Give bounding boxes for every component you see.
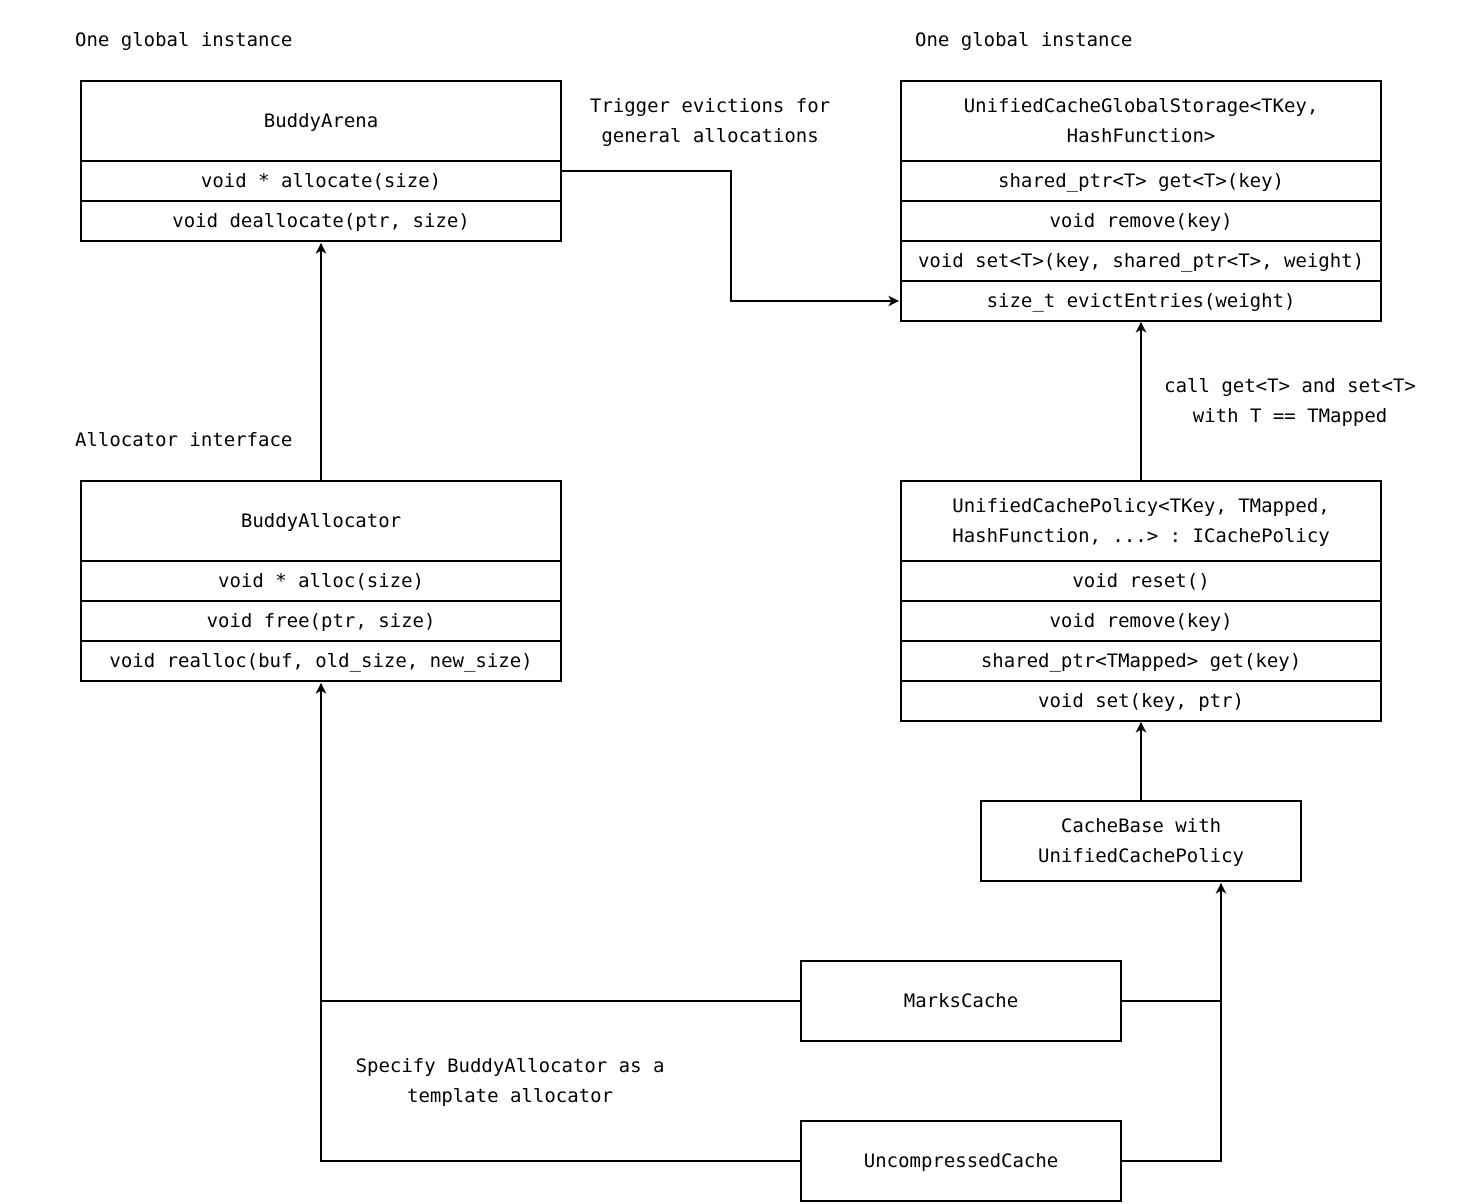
class-title: MarksCache <box>800 960 1122 1042</box>
class-title: BuddyArena <box>80 80 562 162</box>
method-row: void free(ptr, size) <box>80 600 562 642</box>
method-row: void remove(key) <box>900 600 1382 642</box>
method-row: shared_ptr<T> get<T>(key) <box>900 160 1382 202</box>
arena-note: One global instance <box>75 29 293 51</box>
template-note: Specify BuddyAllocator as a template all… <box>355 1055 665 1107</box>
method-row: void deallocate(ptr, size) <box>80 200 562 242</box>
get-set-note: call get<T> and set<T> with T == TMapped <box>1164 375 1416 427</box>
method-row: void remove(key) <box>900 200 1382 242</box>
class-title: UnifiedCachePolicy<TKey, TMapped, HashFu… <box>900 480 1382 562</box>
global-storage-class: UnifiedCacheGlobalStorage<TKey, HashFunc… <box>900 80 1382 322</box>
edge-arena-to-storage <box>562 170 900 307</box>
method-row: void * alloc(size) <box>80 560 562 602</box>
marks-cache-class: MarksCache <box>800 960 1122 1042</box>
cache-policy-class: UnifiedCachePolicy<TKey, TMapped, HashFu… <box>900 480 1382 722</box>
cache-base-class: CacheBase with UnifiedCachePolicy <box>980 800 1302 882</box>
edge-uncompressed-to-allocator <box>320 1001 801 1162</box>
buddy-allocator-class: BuddyAllocator void * alloc(size) void f… <box>80 480 562 682</box>
class-title: CacheBase with UnifiedCachePolicy <box>980 800 1302 882</box>
eviction-note: Trigger evictions for general allocation… <box>589 95 831 147</box>
method-row: size_t evictEntries(weight) <box>900 280 1382 322</box>
method-row: shared_ptr<TMapped> get(key) <box>900 640 1382 682</box>
class-title: UnifiedCacheGlobalStorage<TKey, HashFunc… <box>900 80 1382 162</box>
buddy-arena-class: BuddyArena void * allocate(size) void de… <box>80 80 562 242</box>
class-title: BuddyAllocator <box>80 480 562 562</box>
storage-note: One global instance <box>915 29 1133 51</box>
method-row: void * allocate(size) <box>80 160 562 202</box>
edge-marks-to-cachebase <box>1122 882 1227 1002</box>
allocator-note: Allocator interface <box>75 429 293 451</box>
class-title: UncompressedCache <box>800 1120 1122 1202</box>
method-row: void reset() <box>900 560 1382 602</box>
method-row: void set<T>(key, shared_ptr<T>, weight) <box>900 240 1382 282</box>
uncompressed-cache-class: UncompressedCache <box>800 1120 1122 1202</box>
method-row: void set(key, ptr) <box>900 680 1382 722</box>
edge-uncompressed-to-cachebase <box>1122 1001 1222 1162</box>
method-row: void realloc(buf, old_size, new_size) <box>80 640 562 682</box>
edge-marks-to-allocator <box>315 682 801 1002</box>
